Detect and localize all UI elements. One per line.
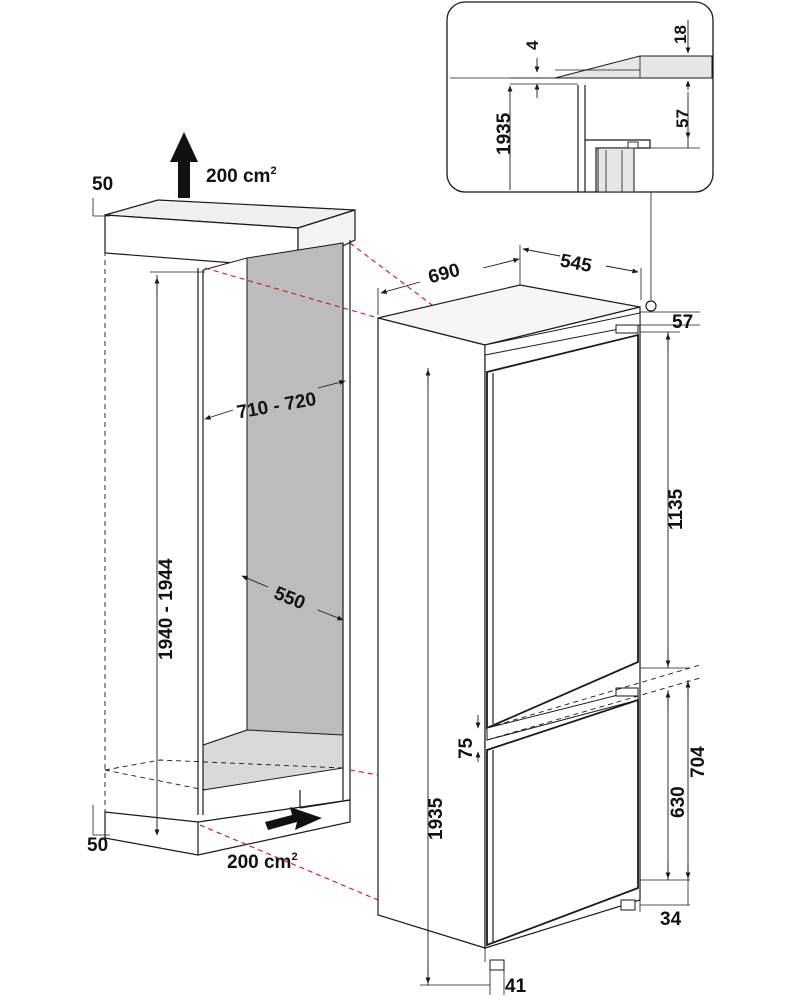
appliance-dim-lower-section: 704 (688, 746, 709, 778)
appliance-foot-right (620, 899, 636, 911)
appliance-dim-bottom-right: 34 (660, 909, 682, 930)
appliance-lower-door (486, 698, 639, 947)
niche-dim-top-offset: 50 (92, 174, 113, 195)
appliance-upper-door (486, 333, 639, 730)
appliance-dim-upper-door: 1135 (666, 488, 687, 530)
niche-cavity-floor (202, 729, 344, 791)
appliance-dim-top-gap: 57 (672, 312, 693, 333)
appliance-dim-door-gap: 75 (456, 737, 477, 759)
niche-cavity-back (246, 242, 344, 769)
airflow-in-arrow-icon (265, 807, 322, 830)
vent-top: 200 cm2 (170, 132, 277, 198)
detail-leader-dot (645, 300, 657, 312)
niche-plinth (104, 799, 351, 856)
detail-hinge (597, 147, 635, 193)
detail-frame (446, 1, 714, 193)
vent-bottom: 200 cm2 (227, 807, 322, 873)
detail-dim-1935: 1935 (494, 112, 515, 155)
niche-dim-bottom-offset: 50 (87, 835, 108, 856)
vent-top-label: 200 cm2 (206, 165, 277, 187)
appliance-dim-lower-door: 630 (668, 786, 689, 818)
detail-inset: 4 1935 18 57 (446, 1, 714, 193)
airflow-up-arrow-icon (170, 132, 198, 198)
detail-dim-18: 18 (671, 25, 690, 44)
appliance-foot-front (489, 959, 505, 971)
niche-cabinet: 50 50 1940 - 1944 710 - 720 550 (87, 174, 356, 856)
detail-top-profile (554, 55, 713, 79)
appliance-dim-height: 1935 (426, 797, 447, 840)
vent-bottom-label: 200 cm2 (227, 851, 298, 873)
appliance-dims: 690 545 57 1935 1135 75 63 (377, 245, 709, 997)
appliance-dim-depth: 690 (426, 260, 462, 288)
detail-dim-4: 4 (523, 40, 542, 50)
guide-lines (199, 242, 486, 901)
appliance-dim-foot: 41 (505, 976, 527, 997)
niche-dim-height: 1940 - 1944 (156, 558, 177, 660)
detail-dim-57: 57 (673, 109, 692, 128)
appliance-dim-width: 545 (558, 250, 594, 277)
appliance (377, 284, 641, 971)
